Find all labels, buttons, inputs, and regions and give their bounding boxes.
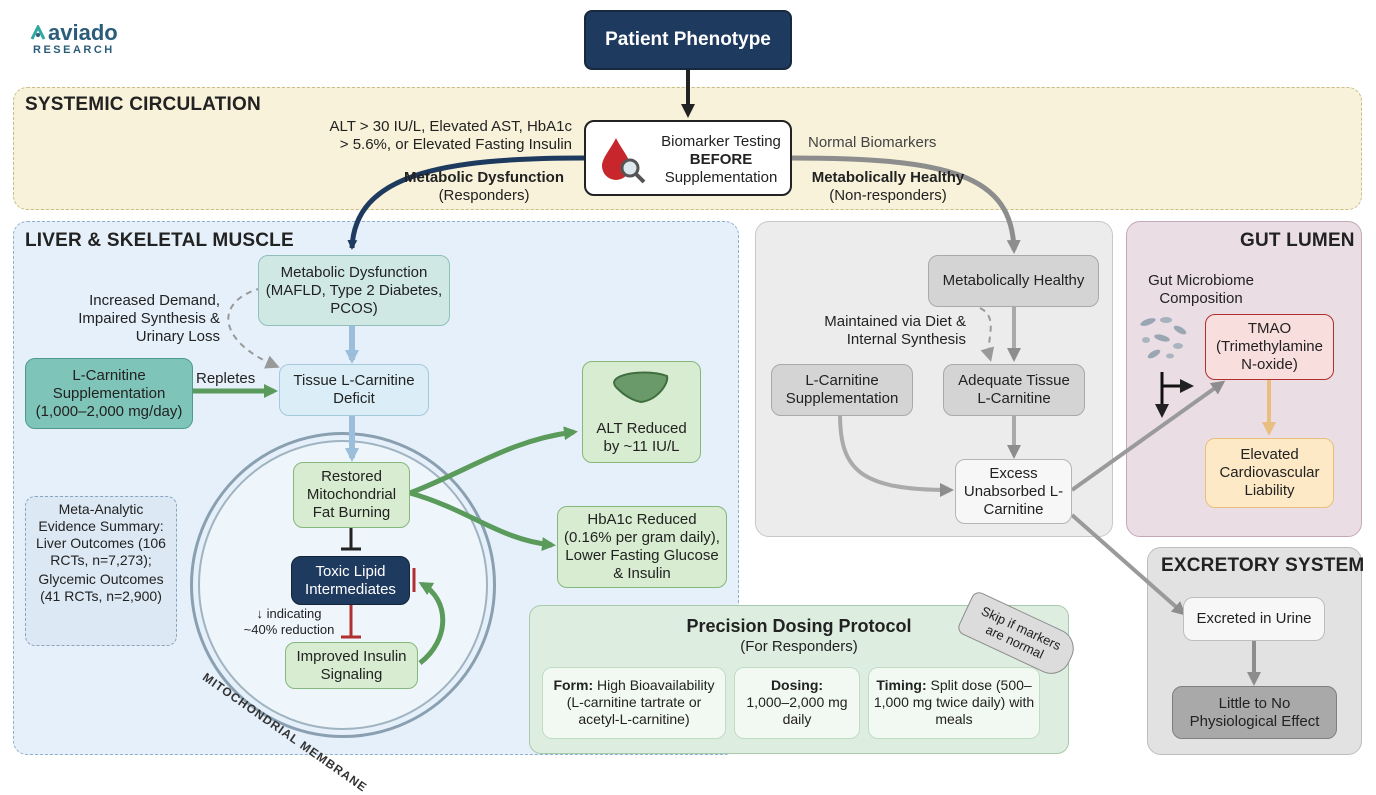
responder-sub: (Responders) — [438, 187, 530, 204]
dosing-dose-text: 1,000–2,000 mg daily — [746, 694, 848, 727]
biomarker-line2: BEFORE — [689, 151, 753, 168]
gut-lumen-title: GUT LUMEN — [1240, 230, 1355, 251]
dosing-title: Precision Dosing Protocol — [686, 616, 912, 636]
dosing-sub: (For Responders) — [740, 638, 858, 655]
dosing-dose-label: Dosing: — [770, 677, 824, 693]
connectors — [193, 70, 1276, 686]
patient-phenotype-box: Patient Phenotype — [584, 10, 792, 70]
blood-drop-magnifier-icon — [596, 134, 648, 186]
restored-fat-burning-box: Restored Mitochondrial Fat Burning — [293, 462, 410, 528]
excess-carnitine-box: Excess Unabsorbed L-Carnitine — [955, 459, 1072, 524]
meta-glycemic-line: Glycemic Outcomes (41 RCTs, n=2,900) — [38, 571, 164, 604]
hba1c-reduced-box: HbA1c Reduced (0.16% per gram daily), Lo… — [557, 506, 727, 588]
healthy-supplementation-box: L-Carnitine Supplementation — [771, 364, 913, 416]
excreted-urine-box: Excreted in Urine — [1183, 597, 1325, 641]
responder-criteria: ALT > 30 IU/L, Elevated AST, HbA1c > 5.6… — [329, 118, 573, 153]
liver-icon — [611, 370, 671, 404]
logo: aviado RESEARCH — [30, 22, 140, 58]
dosing-timing-label: Timing: — [876, 677, 927, 693]
excretory-title: EXCRETORY SYSTEM — [1161, 555, 1365, 576]
tissue-deficit-box: Tissue L-Carnitine Deficit — [279, 364, 429, 416]
alt-reduced-text: ALT Reduced by ~11 IU/L — [596, 420, 687, 455]
systemic-circulation-title: SYSTEMIC CIRCULATION — [25, 94, 261, 115]
little-effect-box: Little to No Physiological Effect — [1172, 686, 1337, 739]
adequate-tissue-box: Adequate Tissue L-Carnitine — [943, 364, 1085, 416]
logo-sub: RESEARCH — [33, 44, 115, 56]
biomarker-line3: Supplementation — [664, 169, 778, 186]
logo-brand: aviado — [48, 20, 118, 45]
logo-mark-icon — [30, 23, 46, 41]
toxic-lipid-box: Toxic Lipid Intermediates — [291, 556, 410, 605]
indicating-label: ↓ indicating ~40% reduction — [243, 606, 335, 637]
increased-demand-label: Increased Demand, Impaired Synthesis & U… — [78, 292, 220, 345]
meta-summary-line: Meta-Analytic Evidence Summary: — [38, 501, 164, 534]
supplementation-box: L-Carnitine Supplementation (1,000–2,000… — [25, 358, 193, 429]
meta-analytic-box: Meta-Analytic Evidence Summary: Liver Ou… — [25, 496, 177, 646]
repletes-label: Repletes — [196, 370, 256, 387]
dosing-form-label: Form: — [553, 677, 594, 693]
mitochondrion-outer — [190, 432, 496, 738]
dosing-dose-card: Dosing: 1,000–2,000 mg daily — [734, 667, 860, 739]
maintained-label: Maintained via Diet & Internal Synthesis — [824, 313, 966, 348]
dosing-form-card: Form: High Bioavailability (L-carnitine … — [542, 667, 726, 739]
cardiovascular-box: Elevated Cardiovascular Liability — [1205, 438, 1334, 508]
dosing-timing-text: Split dose (500–1,000 mg twice daily) wi… — [873, 677, 1035, 727]
biomarker-testing-box: Biomarker Testing BEFORE Supplementation — [584, 120, 792, 196]
improved-insulin-box: Improved Insulin Signaling — [285, 642, 418, 689]
nonresponder-sub: (Non-responders) — [829, 187, 947, 204]
nonresponder-criteria: Normal Biomarkers — [808, 134, 937, 151]
dosing-form-text: High Bioavailability (L-carnitine tartra… — [566, 677, 715, 727]
biomarker-line1: Biomarker Testing — [661, 133, 781, 150]
microbiome-label: Gut Microbiome Composition — [1148, 272, 1254, 307]
meta-liver-line: Liver Outcomes (106 RCTs, n=7,273); — [36, 535, 166, 568]
metabolic-dysfunction-box: Metabolic Dysfunction (MAFLD, Type 2 Dia… — [258, 255, 450, 326]
liver-muscle-title: LIVER & SKELETAL MUSCLE — [25, 230, 294, 251]
dosing-timing-card: Timing: Split dose (500–1,000 mg twice d… — [868, 667, 1040, 739]
responder-title: Metabolic Dysfunction — [403, 169, 564, 186]
nonresponder-title: Metabolically Healthy — [811, 169, 965, 186]
alt-reduced-box: ALT Reduced by ~11 IU/L — [582, 361, 701, 463]
metabolically-healthy-box: Metabolically Healthy — [928, 255, 1099, 307]
tmao-box: TMAO (Trimethylamine N-oxide) — [1205, 314, 1334, 380]
bacteria-icon — [1136, 312, 1192, 362]
